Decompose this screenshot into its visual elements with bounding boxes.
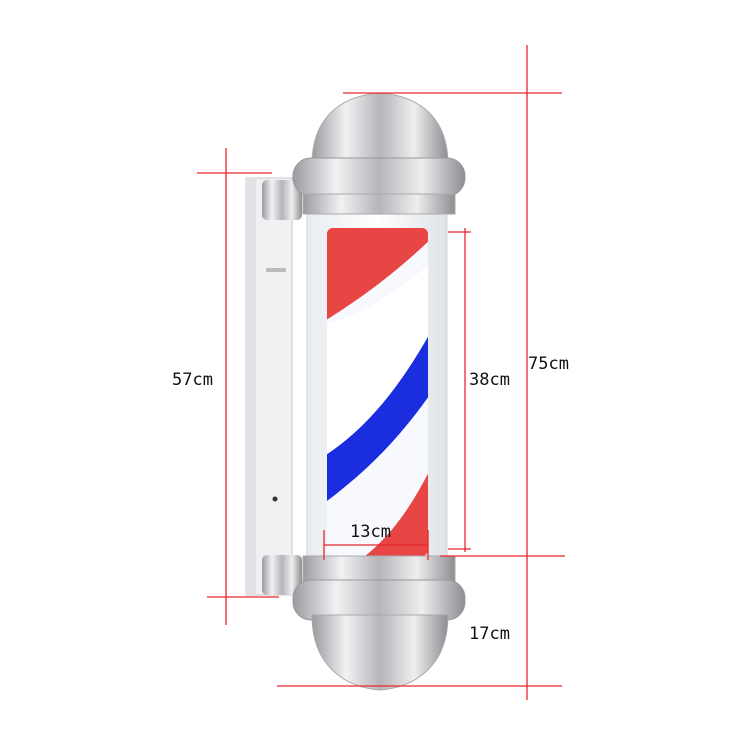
- stripe-height-label: 38cm: [469, 370, 510, 390]
- bracket-height-label: 57cm: [172, 370, 213, 390]
- total-height-label: 75cm: [528, 354, 569, 374]
- top-cap: [292, 92, 466, 215]
- bottom-cap: [292, 555, 466, 691]
- dimension-lines: [197, 45, 565, 700]
- blue-stripe: [327, 315, 428, 520]
- screw-hole-icon: [272, 496, 278, 502]
- stripe-width-label: 13cm: [350, 522, 391, 542]
- wall-bracket: [245, 177, 302, 596]
- diameter-label: 17cm: [469, 624, 510, 644]
- striped-panel: [327, 228, 428, 556]
